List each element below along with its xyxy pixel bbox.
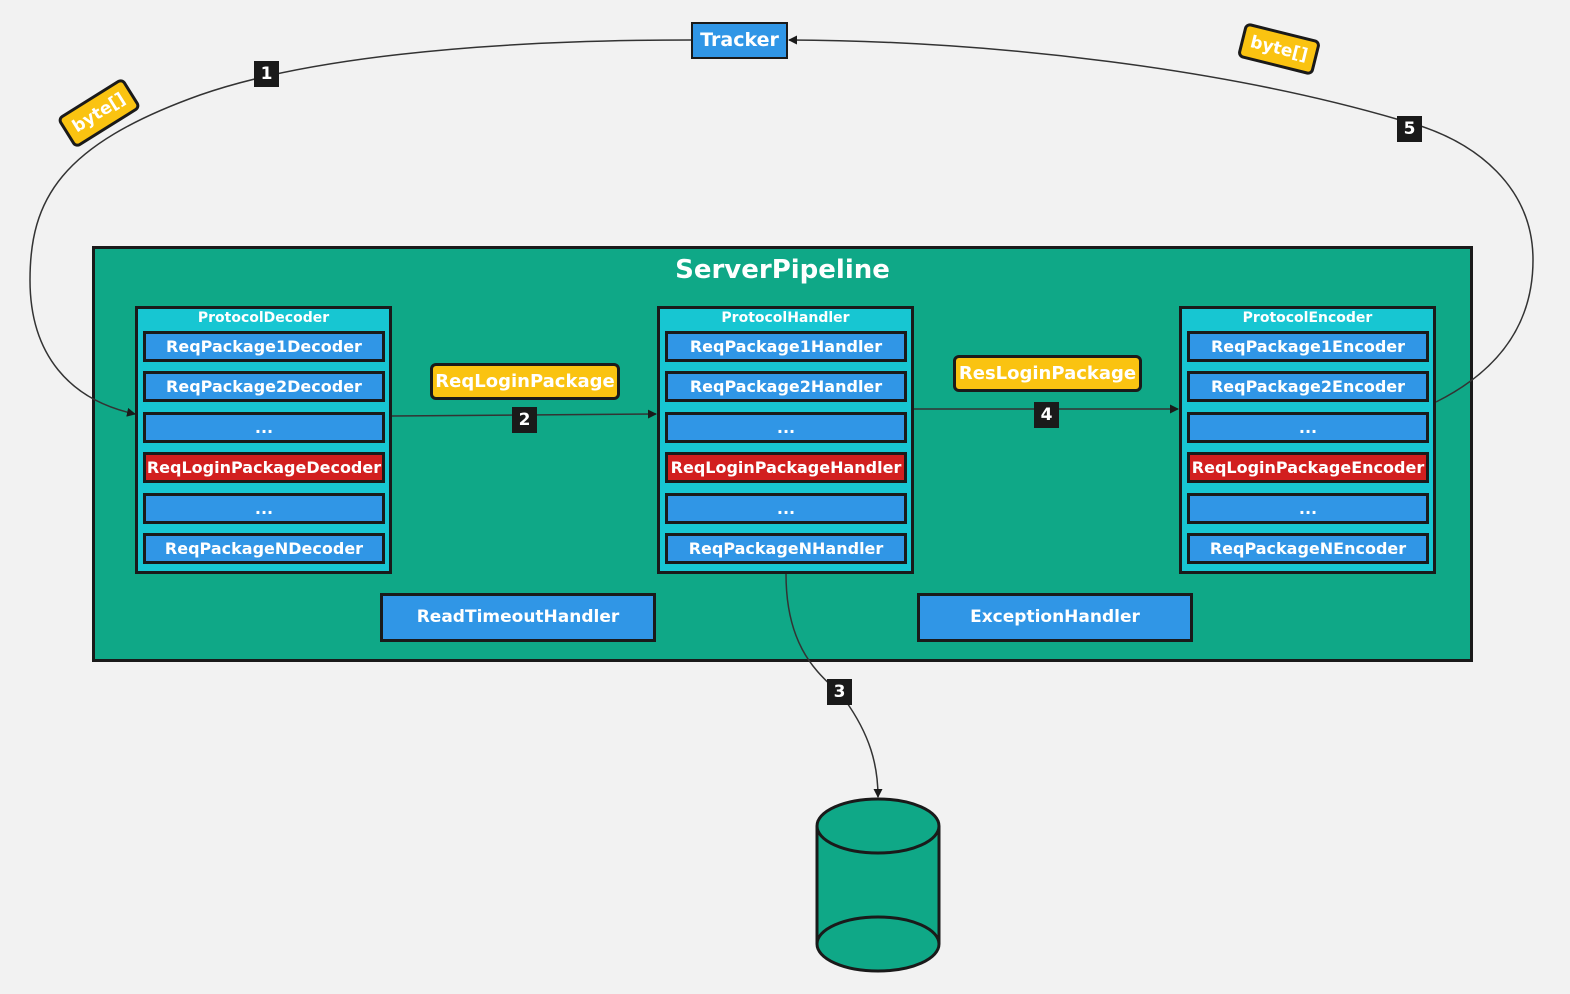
- pipeline-title: ServerPipeline: [675, 255, 890, 285]
- step-badge-4: 4: [1034, 402, 1059, 428]
- handler-item-login[interactable]: ReqLoginPackageHandler: [665, 452, 907, 483]
- protocol-encoder-title: ProtocolEncoder: [1242, 310, 1373, 326]
- protocol-handler-group: ProtocolHandler ReqPackage1Handler ReqPa…: [657, 306, 914, 574]
- decoder-item-n[interactable]: ReqPackageNDecoder: [143, 533, 385, 564]
- decoder-item-ellipsis-2[interactable]: ...: [143, 493, 385, 524]
- edge-step-1: [29, 39, 692, 417]
- step-badge-5: 5: [1397, 116, 1422, 142]
- decoder-item-ellipsis-1[interactable]: ...: [143, 412, 385, 443]
- step-badge-2: 2: [512, 407, 537, 433]
- req-login-package-chip: ReqLoginPackage: [430, 363, 620, 400]
- protocol-decoder-title: ProtocolDecoder: [197, 310, 330, 326]
- encoder-item-1[interactable]: ReqPackage1Encoder: [1187, 331, 1429, 362]
- res-login-package-chip: ResLoginPackage: [953, 355, 1142, 392]
- tracker-node[interactable]: Tracker: [691, 22, 788, 59]
- decoder-item-2[interactable]: ReqPackage2Decoder: [143, 371, 385, 402]
- decoder-item-1[interactable]: ReqPackage1Decoder: [143, 331, 385, 362]
- encoder-item-ellipsis-1[interactable]: ...: [1187, 412, 1429, 443]
- protocol-decoder-group: ProtocolDecoder ReqPackage1Decoder ReqPa…: [135, 306, 392, 574]
- decoder-item-login[interactable]: ReqLoginPackageDecoder: [143, 452, 385, 483]
- exception-handler[interactable]: ExceptionHandler: [917, 593, 1193, 642]
- handler-item-ellipsis-1[interactable]: ...: [665, 412, 907, 443]
- edge-step-5: [788, 35, 1534, 403]
- handler-item-1[interactable]: ReqPackage1Handler: [665, 331, 907, 362]
- handler-item-2[interactable]: ReqPackage2Handler: [665, 371, 907, 402]
- step-badge-3: 3: [827, 679, 852, 705]
- encoder-item-ellipsis-2[interactable]: ...: [1187, 493, 1429, 524]
- database-icon[interactable]: [815, 796, 941, 976]
- step-badge-1: 1: [254, 61, 279, 87]
- protocol-handler-title: ProtocolHandler: [721, 310, 850, 326]
- read-timeout-handler[interactable]: ReadTimeoutHandler: [380, 593, 656, 642]
- encoder-item-n[interactable]: ReqPackageNEncoder: [1187, 533, 1429, 564]
- handler-item-ellipsis-2[interactable]: ...: [665, 493, 907, 524]
- protocol-encoder-group: ProtocolEncoder ReqPackage1Encoder ReqPa…: [1179, 306, 1436, 574]
- encoder-item-login[interactable]: ReqLoginPackageEncoder: [1187, 452, 1429, 483]
- encoder-item-2[interactable]: ReqPackage2Encoder: [1187, 371, 1429, 402]
- handler-item-n[interactable]: ReqPackageNHandler: [665, 533, 907, 564]
